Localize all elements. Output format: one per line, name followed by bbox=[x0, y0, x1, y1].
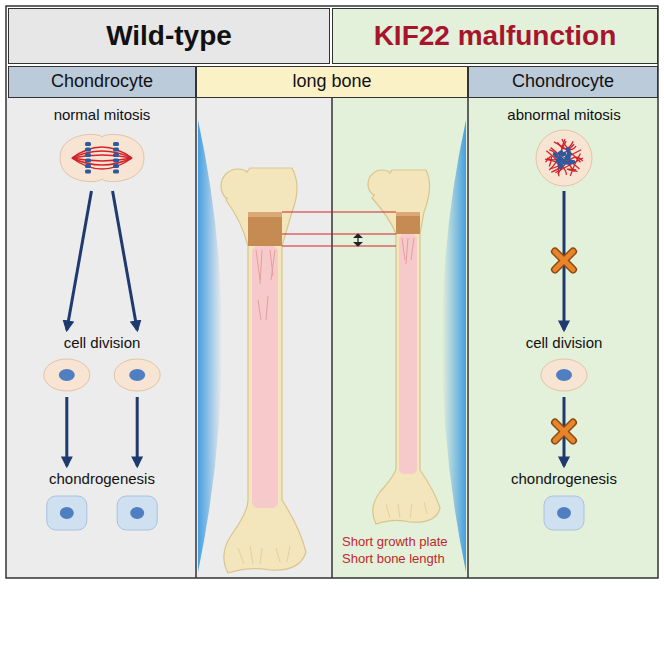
cell-stage: chondrogenesis bbox=[476, 470, 652, 534]
outer-frame bbox=[6, 6, 658, 578]
header-text: Wild-type bbox=[106, 19, 232, 53]
divider bbox=[467, 98, 469, 578]
block-cross bbox=[555, 252, 573, 270]
stage-label: normal mitosis bbox=[14, 106, 190, 124]
finding-note: Short bone length bbox=[342, 551, 445, 566]
mut-bone-panel bbox=[332, 98, 468, 578]
cell-illustration bbox=[476, 128, 652, 188]
divider bbox=[195, 98, 197, 578]
cell-stage: cell division bbox=[14, 334, 190, 394]
cell-illustration bbox=[476, 356, 652, 394]
cell-illustration bbox=[14, 356, 190, 394]
header-text: KIF22 malfunction bbox=[374, 19, 617, 53]
divider bbox=[331, 98, 333, 578]
stage-label: chondrogenesis bbox=[14, 470, 190, 488]
process-arrow bbox=[136, 397, 139, 466]
stage-label: cell division bbox=[476, 334, 652, 352]
right-panel bbox=[468, 98, 658, 578]
wt-femur bbox=[221, 168, 306, 573]
header-band: KIF22 malfunction bbox=[332, 8, 658, 64]
mutant-femur bbox=[368, 170, 440, 524]
blue-glow bbox=[198, 120, 222, 572]
stage-label: cell division bbox=[14, 334, 190, 352]
process-arrow bbox=[67, 191, 92, 330]
header-text: Chondrocyte bbox=[512, 71, 614, 93]
difference-arrow bbox=[355, 234, 362, 246]
blue-glow bbox=[442, 120, 466, 572]
block-cross bbox=[555, 423, 573, 441]
cell-stage: chondrogenesis bbox=[14, 470, 190, 534]
cell-illustration bbox=[14, 128, 190, 188]
column-header: Chondrocyte bbox=[468, 66, 658, 98]
header-text: Chondrocyte bbox=[51, 71, 153, 93]
cell-stage: abnormal mitosis bbox=[476, 106, 652, 188]
comparison-lines bbox=[282, 212, 396, 246]
header-text: long bone bbox=[292, 71, 371, 93]
cell-illustration bbox=[476, 492, 652, 534]
stage-label: chondrogenesis bbox=[476, 470, 652, 488]
cell-stage: cell division bbox=[476, 334, 652, 394]
cell-stage: normal mitosis bbox=[14, 106, 190, 188]
wt-bone-panel bbox=[196, 98, 332, 578]
finding-note: Short growth plate bbox=[342, 534, 448, 549]
process-arrow bbox=[65, 397, 68, 466]
stage-label: abnormal mitosis bbox=[476, 106, 652, 124]
column-header: Chondrocyte bbox=[8, 66, 196, 98]
column-header: long bone bbox=[196, 66, 468, 98]
header-band: Wild-type bbox=[8, 8, 330, 64]
cell-illustration bbox=[14, 492, 190, 534]
left-panel bbox=[6, 98, 196, 578]
process-arrow bbox=[113, 191, 138, 330]
